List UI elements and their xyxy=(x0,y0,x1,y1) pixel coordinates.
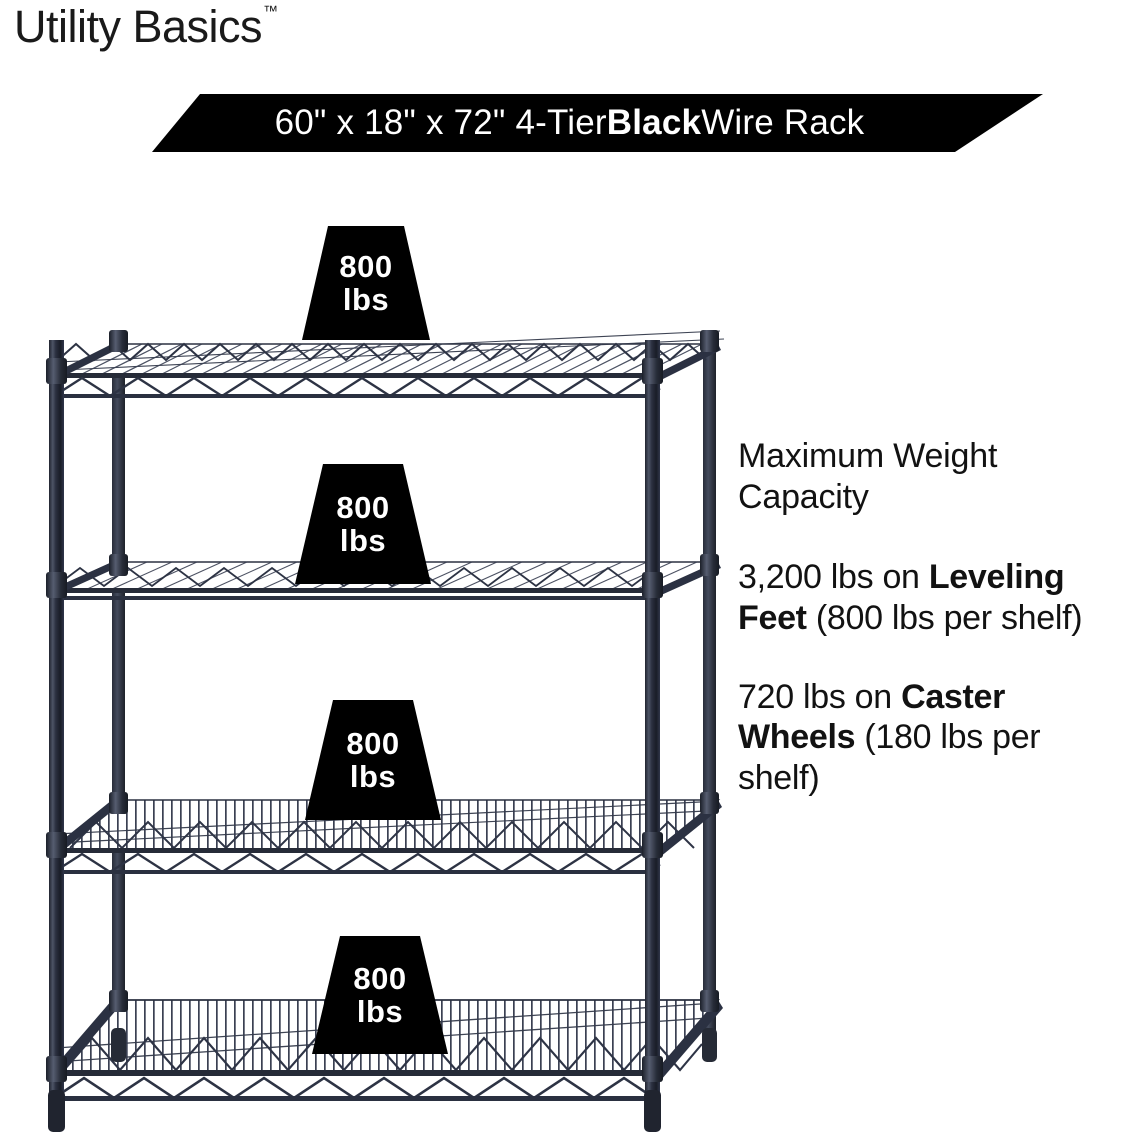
product-title-banner: 60" x 18" x 72" 4-Tier Black Wire Rack xyxy=(0,92,1133,162)
weight-badge-shelf-4: 800 lbs xyxy=(312,936,448,1054)
banner-emphasis: Black xyxy=(606,103,702,142)
weight-badge-shelf-1: 800 lbs xyxy=(302,226,430,340)
leveling-feet-emphasis: Leveling Feet xyxy=(738,557,1065,637)
leveling-foot-back-left xyxy=(111,1028,126,1062)
trademark-symbol: ™ xyxy=(263,3,279,20)
post-collars xyxy=(46,330,719,1082)
weight-badge-label: 800 lbs xyxy=(302,226,430,340)
weight-badge-shelf-3: 800 lbs xyxy=(305,700,441,820)
capacity-copy-block: Maximum Weight Capacity 3,200 lbs on Lev… xyxy=(738,436,1128,799)
trapezoid-shape xyxy=(312,936,448,1054)
weight-value: 800 xyxy=(336,489,390,525)
trapezoid-shape xyxy=(302,226,430,340)
banner-prefix: 60" x 18" x 72" 4-Tier xyxy=(274,103,607,142)
weight-unit: lbs xyxy=(356,994,404,1029)
rack-post-front-right xyxy=(645,340,660,1120)
trapezoid-shape xyxy=(305,700,441,820)
banner-title-text: 60" x 18" x 72" 4-Tier Black Wire Rack xyxy=(0,92,1133,154)
weight-value: 800 xyxy=(353,960,407,996)
caster-wheels-emphasis: Caster Wheels xyxy=(738,677,1006,757)
caster-wheels-tail: (180 lbs per shelf) xyxy=(738,718,1041,798)
brand-logo: Utility Basics™ xyxy=(14,1,279,52)
weight-unit: lbs xyxy=(342,282,390,317)
leveling-foot-back-right xyxy=(702,1028,717,1062)
leveling-feet-tail: (800 lbs per shelf) xyxy=(806,598,1083,637)
banner-shape xyxy=(152,94,1043,152)
leveling-feet-lead: 3,200 lbs on xyxy=(738,557,929,596)
weight-value: 800 xyxy=(339,248,393,284)
rack-post-back-right xyxy=(703,338,716,1058)
weight-badge-label: 800 lbs xyxy=(312,936,448,1054)
capacity-heading-line2: Capacity xyxy=(738,478,869,517)
caster-wheels-capacity: 720 lbs on Caster Wheels (180 lbs per sh… xyxy=(738,677,1128,799)
leveling-feet-capacity: 3,200 lbs on Leveling Feet (800 lbs per … xyxy=(738,557,1128,639)
weight-value: 800 xyxy=(346,725,400,761)
weight-badge-shelf-2: 800 lbs xyxy=(295,464,431,584)
weight-badge-label: 800 lbs xyxy=(295,464,431,584)
rack-post-back-left xyxy=(112,338,125,1058)
trapezoid-shape xyxy=(295,464,431,584)
rack-post-front-left xyxy=(49,340,64,1120)
weight-unit: lbs xyxy=(349,759,397,794)
brand-name: Utility Basics xyxy=(14,1,263,52)
weight-unit: lbs xyxy=(339,523,387,558)
capacity-heading: Maximum Weight Capacity xyxy=(738,436,1128,519)
capacity-heading-line1: Maximum Weight xyxy=(738,437,998,475)
caster-wheels-lead: 720 lbs on xyxy=(738,677,902,716)
leveling-foot-front-left xyxy=(48,1090,65,1132)
weight-badge-label: 800 lbs xyxy=(305,700,441,820)
banner-suffix: Wire Rack xyxy=(701,103,865,142)
leveling-feet xyxy=(48,1028,717,1132)
shelf-1 xyxy=(50,330,725,398)
leveling-foot-front-right xyxy=(644,1090,661,1132)
